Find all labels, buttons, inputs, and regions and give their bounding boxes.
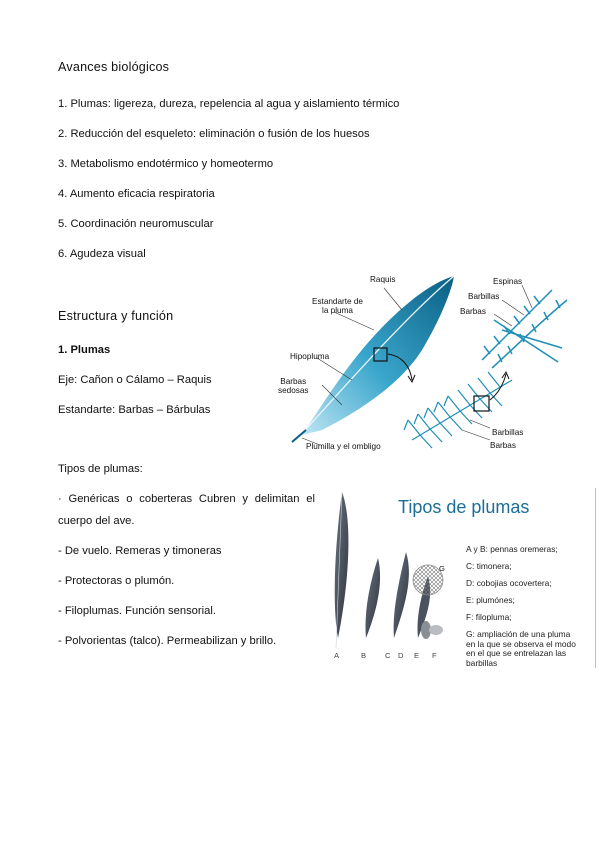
list-item: 2. Reducción del esqueleto: eliminación …	[58, 128, 370, 140]
list-item: 4. Aumento eficacia respiratoria	[58, 188, 215, 200]
barbs-zoom	[403, 371, 513, 449]
feather-types-photo	[318, 488, 596, 668]
feather-letter: E	[414, 651, 420, 660]
label-raquis: Raquis	[370, 275, 396, 284]
caption: D: cobojias ocovertera;	[466, 578, 552, 588]
estandarte-line: Estandarte: Barbas – Bárbulas	[58, 404, 211, 416]
subtitle-plumas: 1. Plumas	[58, 344, 111, 356]
zoom-box	[373, 347, 388, 362]
caption: F: filopluma;	[466, 612, 512, 622]
list-item: 5. Coordinación neuromuscular	[58, 218, 214, 230]
zoom-box-2	[473, 395, 490, 412]
feather-rachis	[295, 275, 455, 441]
label-espinas: Espinas	[493, 277, 523, 286]
feather-letter: D	[398, 651, 404, 660]
feather-b	[365, 558, 381, 638]
feather-vane	[302, 276, 454, 435]
label-barbillas-top: Barbillas	[468, 292, 500, 301]
section-title-avances: Avances biológicos	[58, 60, 170, 74]
label-hipopluma: Hipopluma	[290, 352, 330, 361]
tipos-item: - Polvorientas (talco). Permeabilizan y …	[58, 635, 277, 647]
tipos-item: - Protectoras o plumón.	[58, 575, 175, 587]
eje-line: Eje: Cañon o Cálamo – Raquis	[58, 374, 212, 386]
feather-f	[429, 625, 443, 635]
list-item: 6. Agudeza visual	[58, 248, 146, 260]
feather-c	[393, 552, 409, 638]
barbules-zoom	[481, 289, 568, 369]
tipos-item: · Genéricas o coberteras Cubren y delimi…	[58, 493, 315, 505]
caption: E: plumónes;	[466, 595, 515, 605]
feather-letter: F	[432, 651, 437, 660]
feather-letter: B	[361, 651, 367, 660]
caption: G: ampliación de una pluma en la que se …	[466, 629, 576, 668]
feather-letter: A	[334, 651, 340, 660]
tipos-item: - De vuelo. Remeras y timoneras	[58, 545, 222, 557]
section-title-estructura: Estructura y función	[58, 309, 174, 323]
tipos-item: cuerpo del ave.	[58, 515, 135, 527]
feather-structure-diagram	[291, 275, 568, 449]
label-barbillas-bottom: Barbillas	[492, 428, 524, 437]
tipos-item: - Filoplumas. Función sensorial.	[58, 605, 216, 617]
feather-letter: C	[385, 651, 391, 660]
feather-e	[421, 621, 431, 639]
caption: A y B: pennas oremeras;	[466, 544, 558, 554]
feather-a	[334, 492, 349, 638]
label-barbas-top: Barbas	[460, 307, 486, 316]
caption: C: timonera;	[466, 561, 512, 571]
tipos-heading: Tipos de plumas:	[58, 463, 143, 475]
figure2-title: Tipos de plumas	[398, 497, 530, 517]
feather-calamus	[291, 429, 307, 443]
label-barbas-bottom: Barbas	[490, 441, 516, 450]
list-item: 1. Plumas: ligereza, dureza, repelencia …	[58, 98, 400, 110]
inset-g	[412, 564, 444, 596]
label-estandarte: Estandarte de la pluma	[312, 297, 363, 315]
list-item: 3. Metabolismo endotérmico y homeotermo	[58, 158, 274, 170]
label-barbas-sedosas: Barbas sedosas	[278, 377, 309, 395]
label-plumilla: Plumilla y el ombligo	[306, 442, 381, 451]
inset-letter-g: G	[439, 564, 445, 573]
